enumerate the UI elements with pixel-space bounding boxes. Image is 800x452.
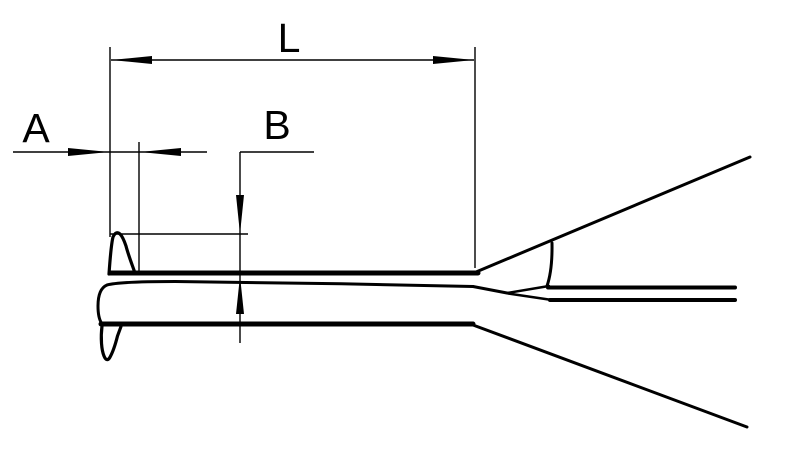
upper-handle-line [474, 155, 752, 274]
hinge-lever-curve [545, 241, 554, 288]
jaw-lever-line [471, 285, 509, 295]
instrument-outline [96, 155, 752, 429]
arrowhead-A-right [140, 148, 181, 156]
dimension-label-L: L [278, 15, 301, 61]
fork-lower-line [506, 292, 554, 302]
dimension-label-A: A [22, 105, 50, 151]
lower-jaw-top-edge [96, 280, 475, 325]
arrowhead-L-left [111, 56, 152, 64]
lower-jaw-tooth [99, 324, 123, 362]
dimension-arrowheads [68, 56, 474, 314]
lower-handle-line [471, 323, 749, 429]
fork-upper-line [505, 284, 551, 295]
arrowhead-B-up [236, 276, 244, 314]
arrowhead-B-down [236, 195, 244, 234]
arrowhead-A-left [68, 148, 109, 156]
dimension-label-B: B [263, 102, 290, 148]
upper-jaw-tooth [107, 231, 137, 276]
arrowhead-L-right [433, 56, 474, 64]
